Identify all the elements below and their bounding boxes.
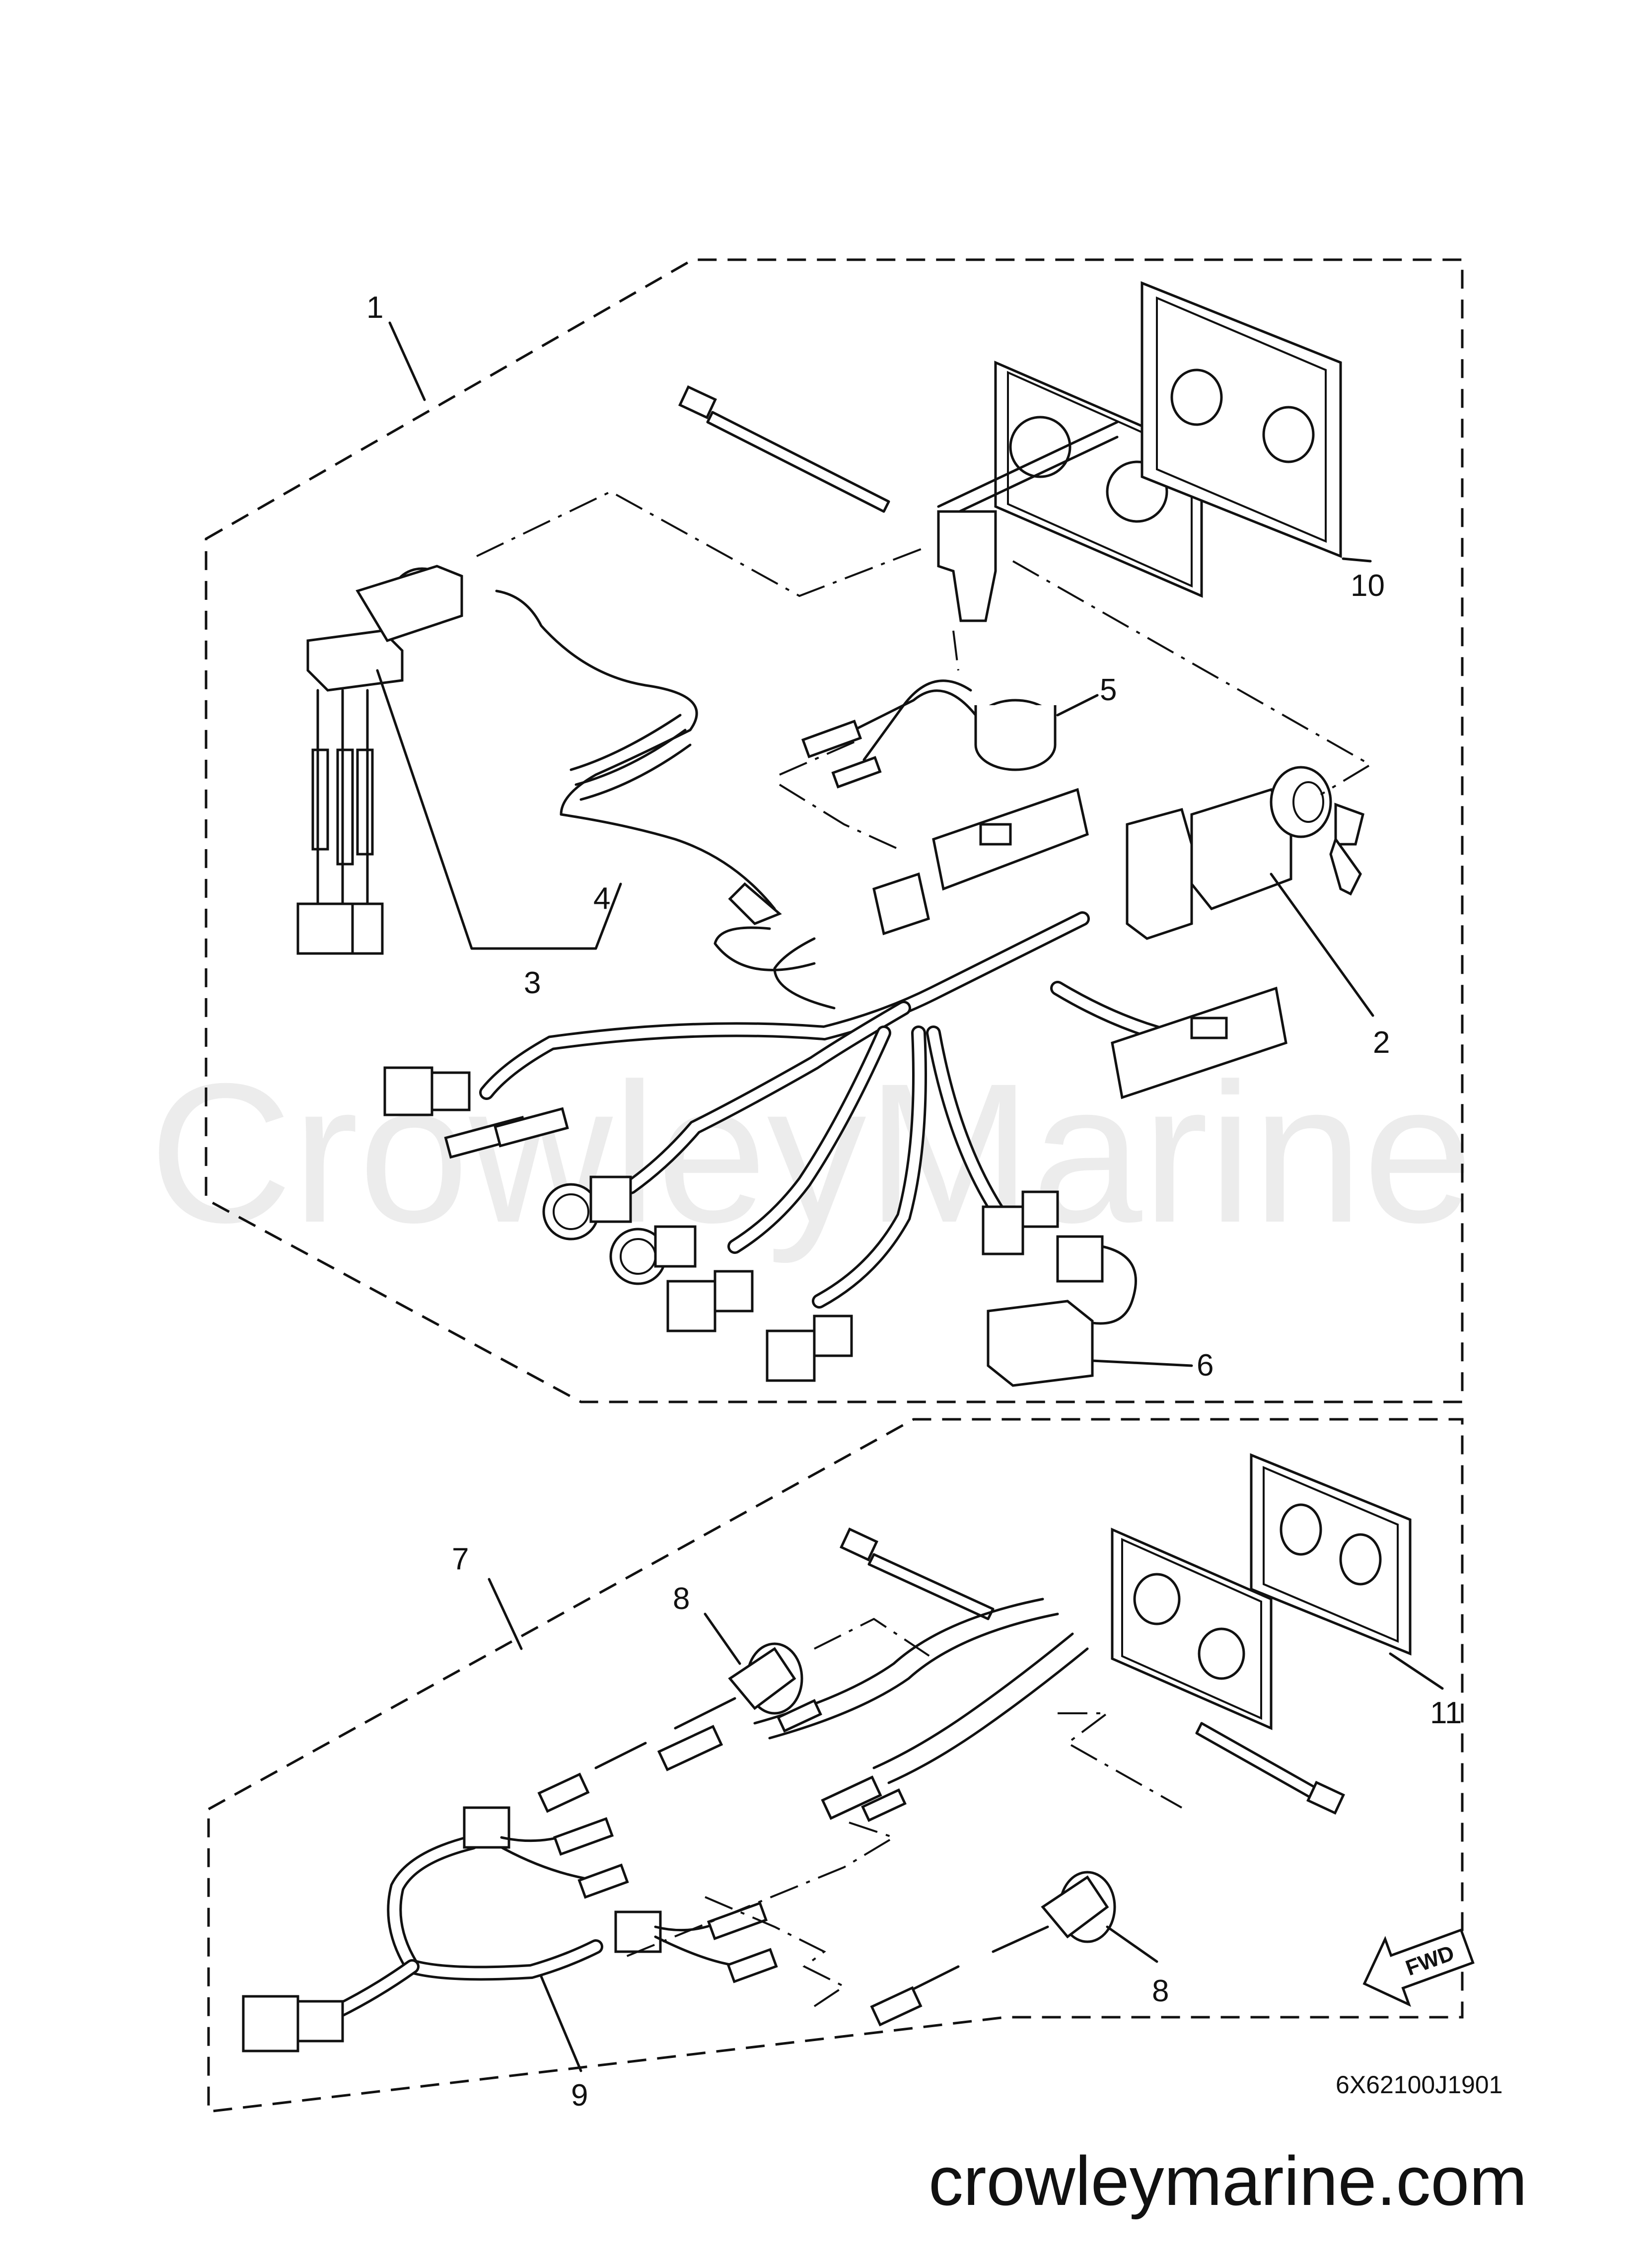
- mounting-plate-upper: [937, 361, 1203, 622]
- harness-connector-block: [872, 788, 1089, 936]
- leader-10: [1342, 557, 1372, 563]
- callout-3: 3: [524, 966, 541, 1000]
- callout-10: 10: [1351, 569, 1385, 603]
- lower-kit-outline: [207, 1418, 1464, 2113]
- leader-8-upper: [704, 1612, 741, 1665]
- connector-part-8-upper: [537, 1642, 803, 1813]
- gasket-part-11: [1250, 1453, 1412, 1656]
- leader-1: [388, 321, 426, 401]
- callout-4: 4: [593, 881, 610, 916]
- callout-7: 7: [452, 1542, 469, 1576]
- fwd-arrow-icon: FWD: [1362, 1928, 1475, 2007]
- assembly-line-3: [952, 630, 959, 671]
- main-switch-part-2: [1126, 766, 1364, 940]
- leader-9: [540, 1975, 582, 2072]
- callout-11: 11: [1430, 1696, 1462, 1730]
- connector-part-8-lower: [870, 1871, 1116, 2027]
- callout-1: 1: [366, 291, 383, 325]
- assembly-line-lower-4: [705, 1896, 846, 2007]
- leader-7: [488, 1578, 523, 1650]
- diagram-code: 6X62100J1901: [1336, 2071, 1502, 2099]
- mounting-plate-lower: [1111, 1528, 1273, 1730]
- leader-3: [376, 669, 622, 950]
- assembly-line-lower-2: [1058, 1712, 1182, 1809]
- footer-site-text: crowleymarine.com: [928, 2142, 1527, 2220]
- assembly-line-lower-1: [814, 1617, 934, 1660]
- leader-11: [1389, 1652, 1444, 1690]
- leader-6: [1091, 1359, 1193, 1367]
- cable-tie-upper: [678, 385, 890, 513]
- callout-5: 5: [1100, 673, 1117, 707]
- buzzer-part-5: [801, 679, 1057, 789]
- callout-2: 2: [1373, 1025, 1390, 1060]
- assembly-line-5: [779, 739, 859, 776]
- leader-2: [1270, 873, 1374, 1017]
- resistor-part-6: [987, 1235, 1137, 1387]
- watermark-text: CrowleyMarine: [149, 1042, 1473, 1265]
- stop-switch-part-3: [296, 565, 463, 955]
- gasket-part-10: [1141, 281, 1342, 558]
- leader-8-lower: [1106, 1925, 1158, 1963]
- callout-8-upper: 8: [673, 1582, 690, 1616]
- main-wiring-harness: [479, 911, 1164, 1309]
- callout-6: 6: [1197, 1348, 1214, 1383]
- assembly-line-2: [1012, 560, 1372, 796]
- lower-wires: [657, 1598, 1089, 1822]
- assembly-line-1: [476, 490, 929, 597]
- leader-5: [1056, 694, 1099, 717]
- harness-connectors-upper: [383, 986, 1287, 1382]
- cable-tie-lower-2: [1195, 1722, 1345, 1815]
- callout-9: 9: [571, 2078, 588, 2113]
- harness-part-9: [242, 1806, 778, 2052]
- assembly-line-4: [779, 784, 899, 850]
- lanyard-part-4: [495, 589, 782, 925]
- callout-8-lower: 8: [1152, 1974, 1169, 2008]
- assembly-line-lower-3: [625, 1822, 896, 1958]
- cable-tie-lower-1: [840, 1527, 995, 1620]
